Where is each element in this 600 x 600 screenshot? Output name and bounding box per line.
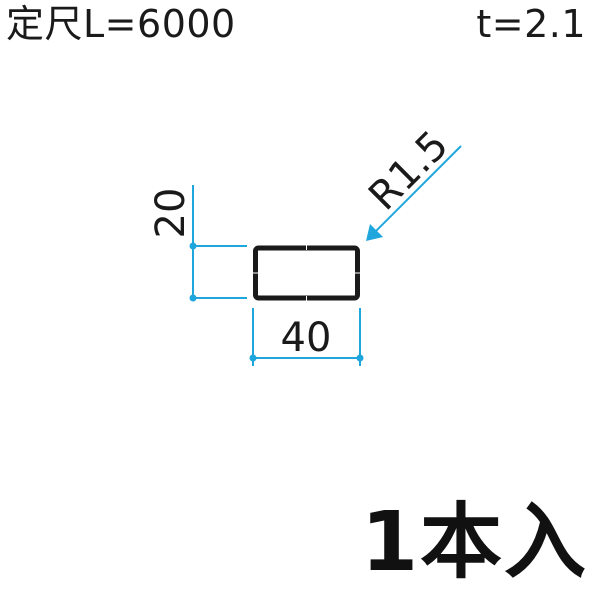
width-dimension-text: 40 — [281, 315, 332, 361]
dimension-dot — [249, 354, 257, 362]
radius-leader — [366, 145, 462, 241]
quantity-label: 1本入 — [360, 495, 588, 590]
height-dimension — [189, 185, 247, 302]
dimension-dot — [189, 242, 197, 250]
thickness-label: t=2.1 — [476, 2, 586, 46]
dimension-dot — [356, 354, 364, 362]
tube-profile — [253, 245, 360, 301]
fixed-length-label: 定尺L=6000 — [6, 2, 236, 46]
profile-seam-marks — [253, 245, 360, 301]
radius-leader-line — [373, 145, 462, 234]
width-dimension — [249, 308, 364, 366]
height-dimension-text: 20 — [148, 188, 194, 239]
corner-radius-text: R1.5 — [360, 122, 457, 219]
dimension-dot — [189, 294, 197, 302]
arrowhead-icon — [366, 224, 383, 241]
